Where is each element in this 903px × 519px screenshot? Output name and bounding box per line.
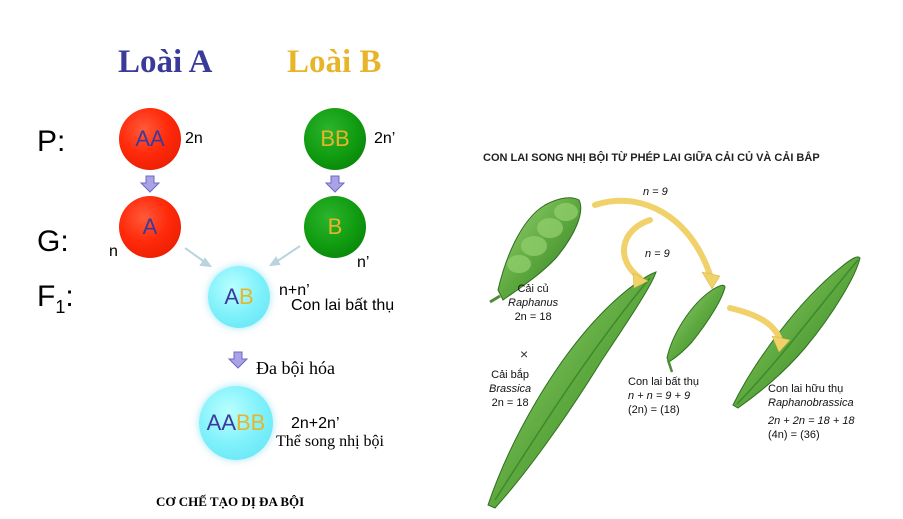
row-label-g: G: (37, 225, 69, 258)
gamete-a-letter: A (142, 214, 158, 239)
parent-b-ploidy: 2n’ (374, 130, 396, 147)
species-b-title: Loài B (287, 44, 382, 80)
gamete-label-top: n = 9 (643, 186, 668, 198)
sterile-name: Con lai bất thụ (628, 376, 699, 388)
cabbage-genus: Brassica (489, 383, 532, 395)
f1-letter-a: A (224, 284, 239, 309)
result-letters-b: BB (236, 410, 266, 435)
radish-chrom: 2n = 18 (514, 311, 552, 323)
row-label-f1: F1: (37, 280, 74, 318)
parent-b-letter-1: B (320, 126, 335, 151)
parent-a-letter-1: A (135, 126, 150, 151)
parent-a-letter-2: A (150, 126, 165, 151)
result-ploidy: 2n+2n’ (291, 415, 340, 432)
gamete-flow-arrow-icon (592, 197, 783, 343)
radish-genus: Raphanus (508, 297, 559, 309)
species-a-title: Loài A (118, 44, 213, 80)
diagonal-arrow-icon (184, 247, 213, 268)
cabbage-name: Cải bắp (491, 369, 530, 381)
cabbage-chrom: 2n = 18 (491, 397, 529, 409)
sterile-hybrid-label: Con lai bất thụ n + n = 9 + 9 (2n) = (18… (628, 375, 699, 417)
radish-name: Cải củ (517, 283, 549, 295)
radish-label: Cải củ Raphanus 2n = 18 (508, 282, 558, 324)
polyploidization-label: Đa bội hóa (256, 358, 335, 378)
gamete-a-ploidy: n (109, 243, 118, 260)
left-caption: CƠ CHẾ TẠO DỊ ĐA BỘI (156, 494, 305, 509)
f1-label-sub: 1 (55, 297, 66, 317)
fertile-line1: 2n + 2n = 18 + 18 (768, 415, 855, 427)
fertile-name: Con lai hữu thụ (768, 383, 844, 395)
parent-a-ploidy: 2n (185, 130, 203, 147)
cabbage-label: Cải bắp Brassica 2n = 18 (489, 368, 531, 410)
sterile-line2: (2n) = (18) (628, 404, 680, 416)
result-letters-a: AA (206, 410, 236, 435)
row-label-p: P: (37, 125, 66, 158)
down-arrow-icon (139, 175, 161, 193)
down-arrow-icon (227, 351, 249, 369)
f1-label-colon: : (65, 280, 74, 313)
f1-label-main: F (37, 280, 56, 313)
gamete-b-letter: B (327, 214, 343, 239)
sterile-hybrid-pod-icon (666, 284, 726, 373)
down-arrow-icon (324, 175, 346, 193)
diagonal-arrow-icon (268, 245, 301, 267)
f1-letter-b: B (239, 284, 254, 309)
gamete-b-ploidy: n’ (357, 254, 370, 271)
f1-ploidy: n+n’ (279, 282, 310, 299)
fertile-genus: Raphanobrassica (768, 397, 854, 409)
f1-desc: Con lai bất thụ (291, 297, 395, 314)
fertile-hybrid-label: Con lai hữu thụ Raphanobrassica 2n + 2n … (768, 382, 855, 442)
cross-symbol: × (520, 346, 529, 362)
result-desc: Thể song nhị bội (276, 433, 384, 450)
fertile-line2: (4n) = (36) (768, 429, 820, 441)
arrowhead-icon (632, 271, 791, 353)
gamete-a-circle: A (119, 196, 181, 258)
figure-title: CON LAI SONG NHỊ BỘI TỪ PHÉP LAI GIỮA CẢ… (483, 152, 820, 164)
gamete-b-circle: B (304, 196, 366, 258)
sterile-line1: n + n = 9 + 9 (628, 390, 691, 402)
parent-b-letter-2: B (335, 126, 350, 151)
gamete-label-mid: n = 9 (645, 248, 670, 260)
